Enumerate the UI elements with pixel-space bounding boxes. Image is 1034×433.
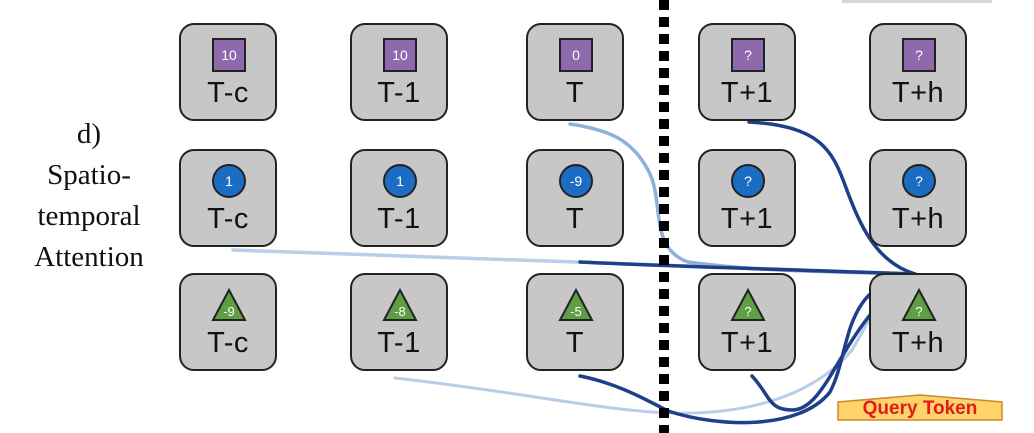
token-time-label: T [565, 77, 585, 109]
token-value: ? [744, 303, 752, 319]
circle-icon: -9 [559, 164, 593, 198]
token-time-label: T-c [207, 77, 249, 109]
token-value: -5 [570, 303, 582, 319]
token-value: 10 [392, 47, 408, 63]
circle-icon: 1 [383, 164, 417, 198]
token-time-label: T [565, 327, 585, 359]
token-time-label: T-c [207, 203, 249, 235]
triangle-icon: -5 [558, 288, 594, 322]
circle-icon: ? [902, 164, 936, 198]
token-value: ? [744, 47, 752, 63]
token-value: ? [915, 303, 923, 319]
triangle-icon: -8 [382, 288, 418, 322]
token-time-label: T-c [207, 327, 249, 359]
token-value: 10 [221, 47, 237, 63]
token-value: 1 [396, 173, 404, 189]
token-time-label: T+h [891, 327, 945, 359]
token-time-label: T-1 [377, 203, 421, 235]
square-marker-wrap: ? [871, 25, 969, 123]
square-marker-wrap: ? [700, 25, 798, 123]
circle-marker-wrap: 1 [181, 151, 279, 249]
token-value: ? [744, 173, 752, 189]
token-value: ? [915, 47, 923, 63]
token-card: ? T+1 [698, 23, 796, 121]
token-value: -9 [569, 173, 583, 189]
token-card: ? T+h [869, 149, 967, 247]
query-token-label: Query Token [862, 398, 978, 419]
square-marker-wrap: 10 [181, 25, 279, 123]
token-value: -9 [223, 303, 235, 319]
corner-rule [842, 0, 992, 3]
square-icon: ? [731, 38, 765, 72]
link-t1-triangle [393, 272, 917, 415]
token-time-label: T+1 [720, 327, 774, 359]
triangle-shape [211, 288, 247, 321]
circle-marker-wrap: 1 [352, 151, 450, 249]
token-time-label: T+h [891, 203, 945, 235]
square-icon: 0 [559, 38, 593, 72]
token-value: 1 [225, 173, 233, 189]
panel-title-line-2: temporal [37, 200, 141, 232]
token-time-label: T [565, 203, 585, 235]
square-marker-wrap: 10 [352, 25, 450, 123]
token-card: ? T+1 [698, 273, 796, 371]
triangle-icon: ? [730, 288, 766, 322]
token-value: -8 [394, 303, 406, 319]
panel-title-line-3: Attention [34, 241, 144, 273]
token-card: ? T+h [869, 273, 967, 371]
triangle-marker-wrap: -9 [181, 275, 279, 373]
panel-label: d) [76, 118, 102, 150]
link-tc-circle [231, 248, 917, 276]
token-card: ? T+1 [698, 149, 796, 247]
square-marker-wrap: 0 [528, 25, 626, 123]
present-future-divider [659, 0, 669, 433]
square-icon: ? [902, 38, 936, 72]
triangle-icon: -9 [211, 288, 247, 322]
token-time-label: T+h [891, 77, 945, 109]
token-value: 0 [572, 47, 580, 63]
token-value: ? [915, 173, 923, 189]
token-time-label: T+1 [720, 77, 774, 109]
panel-title-line-1: Spatio- [47, 159, 131, 191]
circle-icon: 1 [212, 164, 246, 198]
square-icon: 10 [383, 38, 417, 72]
triangle-fill [211, 288, 247, 321]
query-token-badge: Query Token [836, 394, 1004, 422]
token-time-label: T+1 [720, 203, 774, 235]
token-card: ? T+h [869, 23, 967, 121]
token-time-label: T-1 [377, 327, 421, 359]
square-icon: 10 [212, 38, 246, 72]
triangle-icon: ? [901, 288, 937, 322]
token-time-label: T-1 [377, 77, 421, 109]
circle-icon: ? [731, 164, 765, 198]
